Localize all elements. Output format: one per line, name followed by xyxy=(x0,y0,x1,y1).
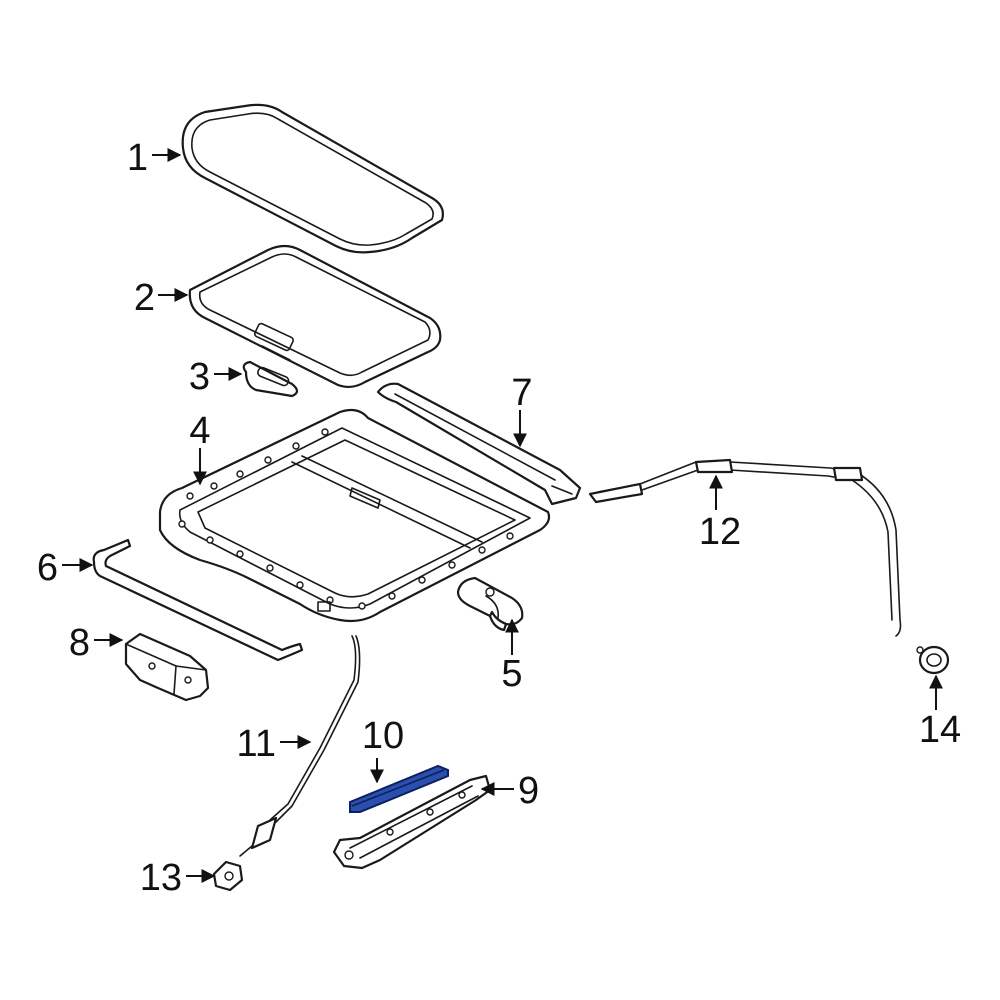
callout-13: 13 xyxy=(140,857,182,899)
corner-bracket xyxy=(456,576,524,632)
drive-cable-left xyxy=(239,635,361,857)
callout-labels: 1 2 3 4 5 6 7 8 9 10 11 12 13 14 xyxy=(37,137,961,899)
callout-8: 8 xyxy=(69,622,90,664)
frame-holes xyxy=(178,428,514,610)
callout-6: 6 xyxy=(37,547,58,589)
fastener-nut xyxy=(212,860,244,892)
callout-12: 12 xyxy=(699,511,741,553)
callout-2: 2 xyxy=(134,277,155,319)
seal-strip xyxy=(92,538,304,662)
sunroof-frame xyxy=(158,408,551,623)
grommet xyxy=(916,645,950,675)
callout-7: 7 xyxy=(511,372,532,414)
sunshade-panel xyxy=(188,244,442,389)
callout-4: 4 xyxy=(189,410,210,452)
callout-10: 10 xyxy=(362,715,404,757)
highlighted-slide-rail xyxy=(349,764,449,813)
callout-11: 11 xyxy=(237,723,276,765)
callout-9: 9 xyxy=(518,770,539,812)
handle-bezel xyxy=(242,360,299,398)
drive-motor xyxy=(124,632,210,702)
drive-cable-right xyxy=(588,458,902,637)
callout-3: 3 xyxy=(189,356,210,398)
callout-1: 1 xyxy=(127,137,148,179)
callout-5: 5 xyxy=(501,653,522,695)
wind-deflector xyxy=(376,382,582,506)
guide-rail xyxy=(332,774,492,870)
callout-14: 14 xyxy=(919,709,961,751)
callout-leaders xyxy=(62,148,943,883)
glass-panel xyxy=(181,103,444,254)
